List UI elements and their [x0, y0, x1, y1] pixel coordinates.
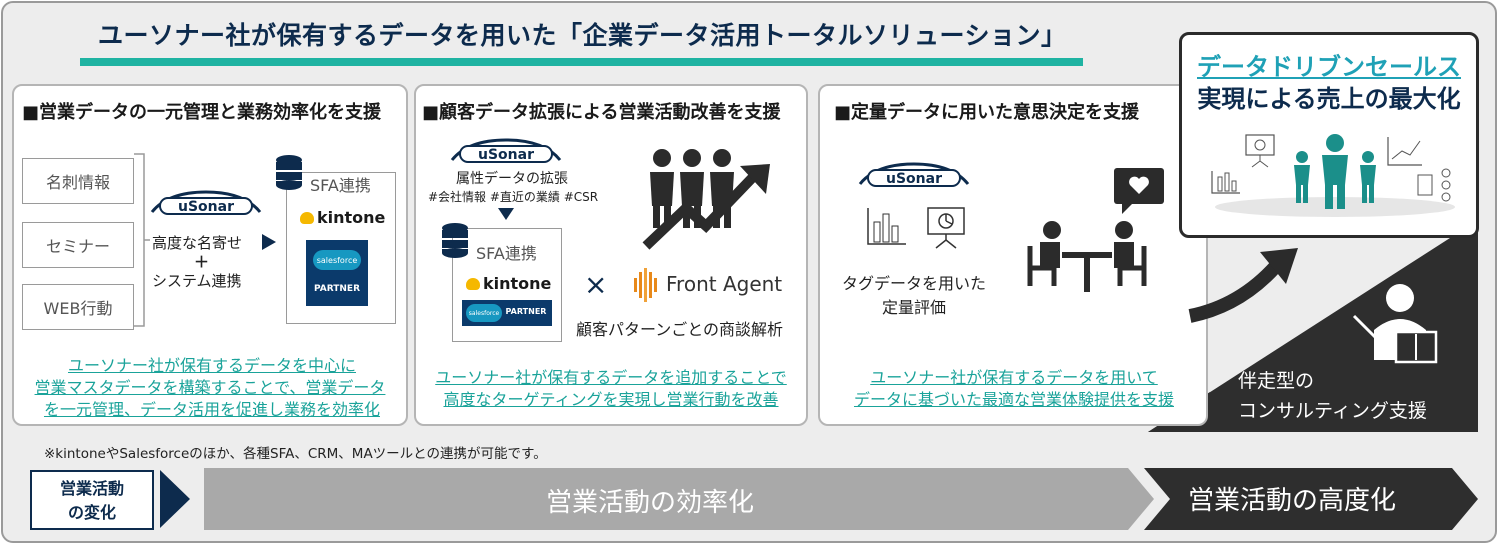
usonar-logo-text-3: uSonar [886, 171, 942, 187]
presentation-board-icon [927, 207, 965, 249]
tag-data-caption-line2: 定量評価 [882, 298, 947, 317]
sophistication-label: 営業活動の高度化 [1188, 486, 1397, 516]
database-icon [276, 155, 302, 190]
sophistication-arrow-shape [1144, 468, 1478, 530]
kintone-logo-1: kintone [300, 208, 385, 227]
source-bracket [134, 153, 150, 327]
database-icon-2 [442, 223, 468, 258]
consulting-support-label: 伴走型の コンサルティング支援 [1238, 366, 1427, 426]
title-underline [80, 58, 1083, 66]
source-web-behavior: WEB行動 [22, 284, 134, 330]
sfa-label-2: SFA連携 [476, 244, 537, 263]
usonar-logo-2: uSonar [450, 138, 562, 163]
consult-line2: コンサルティング支援 [1238, 400, 1427, 422]
usonar-logo: uSonar [150, 190, 262, 215]
panel1-heading: ■営業データの一元管理と業務効率化を支援 [22, 102, 382, 123]
consultant-icon [1352, 284, 1438, 364]
integration-note: ※kintoneやSalesforceのほか、各種SFA、CRM、MAツールとの… [44, 446, 547, 462]
consult-line1: 伴走型の [1238, 370, 1315, 392]
salesforce-partner-badge-1: salesforce PARTNER [306, 240, 368, 306]
frontagent-logo-icon [634, 268, 657, 302]
panel3-heading: ■定量データに用いた意思決定を支援 [834, 102, 1140, 123]
usonar-logo-3: uSonar [858, 162, 970, 187]
growth-arrow-icon [1188, 248, 1298, 323]
caption-plus: ＋ [194, 253, 210, 271]
partner-label-2: PARTNER [505, 307, 547, 316]
page-title: ユーソナー社が保有するデータを用いた「企業データ活用トータルソリューション」 [98, 21, 1067, 50]
dark-ramp [1148, 220, 1478, 432]
team-growth-icon [642, 149, 770, 250]
attribute-extension-title: 属性データの拡張 [456, 171, 568, 187]
sales-change-label: 営業活動 の変化 [30, 470, 154, 530]
usonar-logo-text-2: uSonar [478, 147, 534, 163]
panel2-summary-line1: ユーソナー社が保有するデータを追加することで [435, 368, 787, 387]
panel3-summary-line1: ユーソナー社が保有するデータを用いて [870, 368, 1158, 387]
arrow-right-icon [262, 234, 276, 250]
panel1-summary-line1: ユーソナー社が保有するデータを中心に [67, 356, 356, 375]
frontagent-text: Front Agent [666, 272, 783, 296]
meeting-icon [1027, 168, 1164, 292]
source-seminar: セミナー [22, 222, 134, 268]
caption-matching: 高度な名寄せ [152, 234, 243, 252]
kintone-logo-2: kintone [466, 274, 551, 293]
bar-chart-icon [867, 208, 906, 245]
kintone-mark-icon [300, 212, 314, 224]
salesforce-cloud-icon-2: salesforce [466, 304, 502, 322]
caption-system-link: システム連携 [152, 272, 242, 290]
salesforce-cloud-icon: salesforce [313, 250, 361, 270]
panel2-heading: ■顧客データ拡張による営業活動改善を支援 [422, 102, 781, 123]
change-line1: 営業活動 [59, 479, 124, 498]
result-title-sales-max: 実現による売上の最大化 [1197, 85, 1461, 113]
partner-label-1: PARTNER [313, 284, 360, 294]
sfa-label-1: SFA連携 [310, 176, 371, 195]
salesforce-partner-badge-2: salesforce PARTNER [462, 300, 552, 326]
panel2-summary-line2: 高度なターゲティングを実現し営業行動を改善 [443, 390, 779, 409]
efficiency-arrow-shape [204, 468, 1154, 530]
result-title-data-driven: データドリブンセールス [1197, 53, 1461, 81]
panel1-summary-line2: 営業マスタデータを構築することで、営業データ [34, 378, 386, 397]
panel3-summary-line2: データに基づいた最適な営業体験提供を支援 [853, 390, 1174, 409]
source-business-card: 名刺情報 [22, 158, 134, 204]
panel1-summary-line3: を一元管理、データ活用を促進し業務を効率化 [43, 400, 380, 419]
business-team-icon [1211, 134, 1455, 217]
attribute-tags: #会社情報 #直近の業績 #CSR [428, 190, 599, 204]
usonar-logo-text: uSonar [178, 199, 234, 215]
pattern-analysis-caption: 顧客パターンごとの商談解析 [576, 320, 784, 339]
efficiency-label: 営業活動の効率化 [546, 488, 755, 518]
kintone-text-1: kintone [317, 208, 386, 227]
change-chevron [160, 470, 190, 528]
tag-data-caption-line1: タグデータを用いた [842, 274, 987, 293]
kintone-mark-icon-2 [466, 278, 480, 290]
change-line2: の変化 [67, 503, 116, 522]
kintone-text-2: kintone [483, 274, 552, 293]
result-box: データドリブンセールス 実現による売上の最大化 [1179, 32, 1479, 238]
arrow-down-icon [498, 208, 514, 220]
times-symbol: × [584, 268, 608, 301]
